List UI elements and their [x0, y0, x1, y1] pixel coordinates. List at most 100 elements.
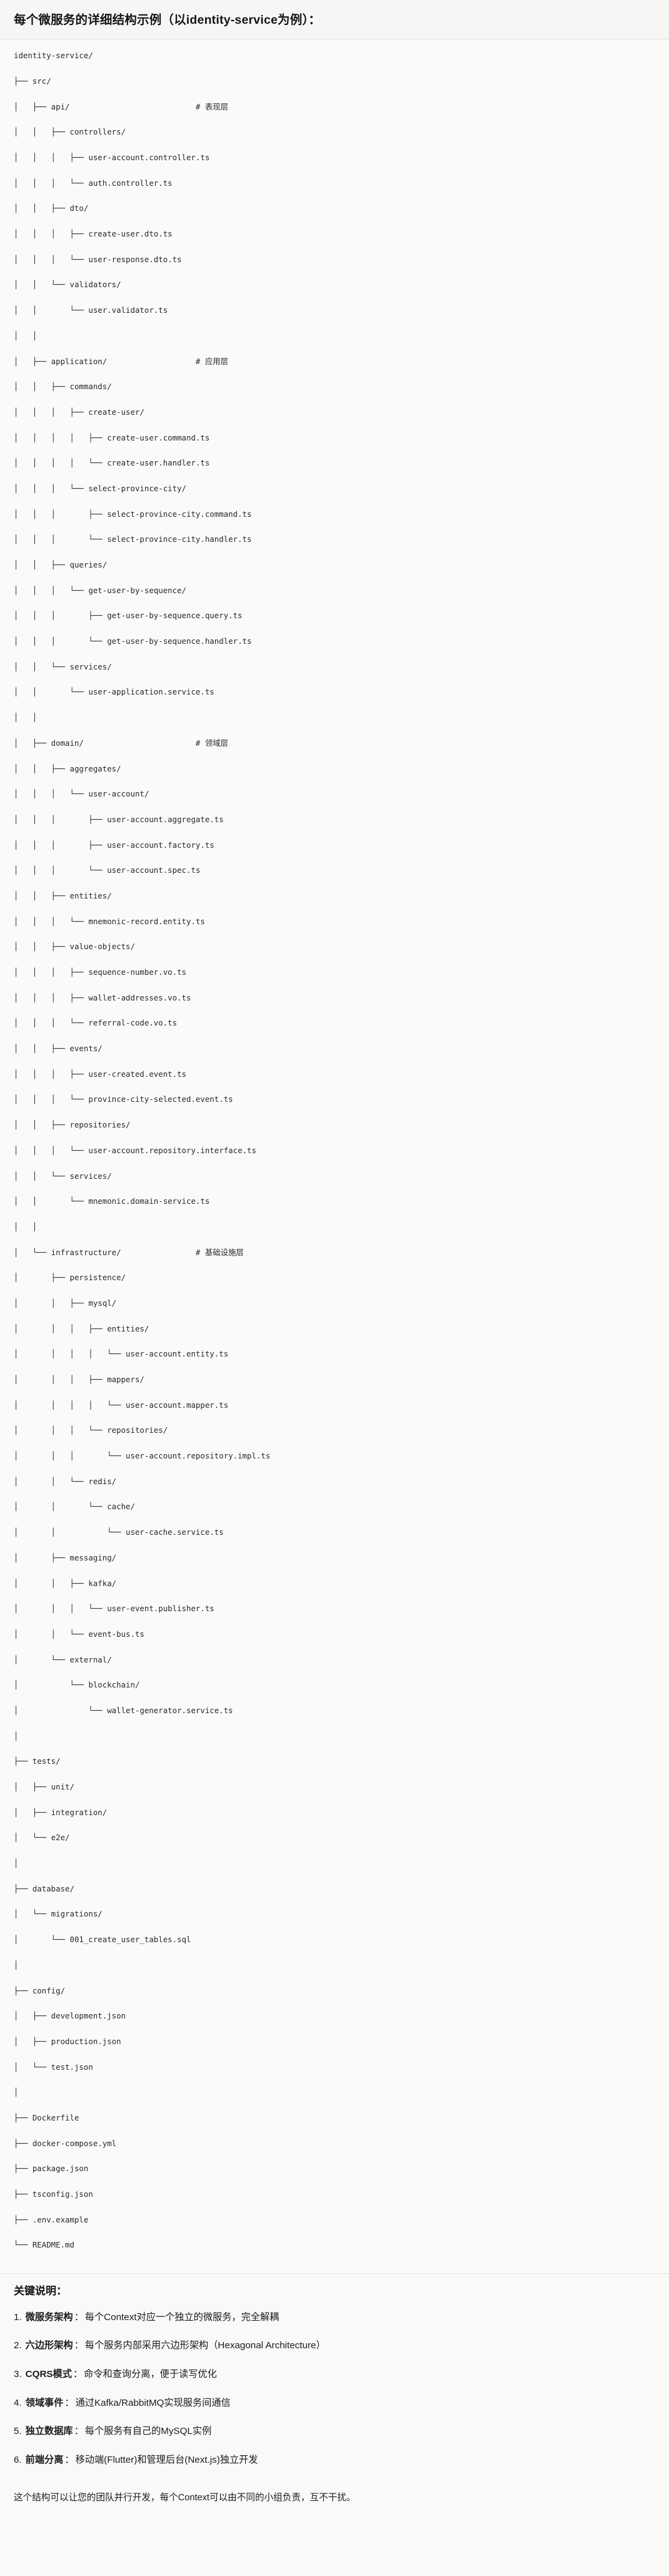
- tree-line: │ │ │ ├── mappers/: [14, 1375, 144, 1385]
- tree-line: ├── docker-compose.yml: [14, 2138, 117, 2148]
- tree-line: │ │ │ └── get-user-by-sequence.handler.t…: [14, 636, 252, 646]
- tree-line: │ │ └── user-cache.service.ts: [14, 1527, 224, 1537]
- tree-line: │ │ ├── dto/: [14, 203, 89, 213]
- key-note-index: 5.: [14, 2426, 22, 2437]
- tree-line: └── README.md: [14, 2240, 74, 2250]
- directory-tree-code: identity-service/ ├── src/ │ ├── api/ # …: [14, 49, 655, 2251]
- tree-line: │ │ │ ├── user-account.factory.ts: [14, 840, 214, 850]
- tree-line: │ │ │ │ └── user-account.mapper.ts: [14, 1400, 229, 1410]
- tree-line: │ │ │ ├── sequence-number.vo.ts: [14, 967, 187, 977]
- key-note-item: 4.领域事件：通过Kafka/RabbitMQ实现服务间通信: [14, 2396, 655, 2411]
- tree-line: ├── config/: [14, 1985, 66, 1995]
- tree-line: │ │ └── user-application.service.ts: [14, 687, 214, 697]
- key-note-index: 1.: [14, 2311, 22, 2323]
- tree-line: identity-service/: [14, 51, 93, 61]
- tree-line: │ │ │ └── select-province-city/: [14, 483, 187, 493]
- tree-line: │ ├── unit/: [14, 1782, 74, 1792]
- key-note-label: 前端分离: [25, 2454, 64, 2465]
- tree-line: ├── tsconfig.json: [14, 2189, 93, 2199]
- directory-tree-section: identity-service/ ├── src/ │ ├── api/ # …: [0, 39, 669, 2274]
- key-note-item: 2.六边形架构：每个服务内部采用六边形架构（Hexagonal Architec…: [14, 2338, 655, 2353]
- key-note-separator: ：: [64, 2397, 74, 2408]
- tree-line: │ ├── api/ # 表现层: [14, 101, 229, 111]
- key-notes-title: 关键说明：: [14, 2285, 67, 2298]
- tree-line: │ │ │ ├── create-user/: [14, 407, 144, 417]
- key-note-text: 通过Kafka/RabbitMQ实现服务间通信: [75, 2397, 231, 2408]
- page-title: 每个微服务的详细结构示例（以identity-service为例）：: [14, 13, 321, 27]
- tree-line: │ │ ├── controllers/: [14, 127, 126, 137]
- tree-line: │ │ │ └── auth.controller.ts: [14, 178, 173, 188]
- tree-line: │ │ │ ├── user-account.aggregate.ts: [14, 814, 224, 824]
- tree-line: │ │ ├── entities/: [14, 890, 112, 900]
- tree-line: │ │ │ ├── create-user.dto.ts: [14, 229, 173, 239]
- key-note-label: 独立数据库: [25, 2426, 73, 2437]
- tree-line: │ │ └── mnemonic.domain-service.ts: [14, 1196, 210, 1206]
- tree-line: │ ├── integration/: [14, 1807, 108, 1817]
- tree-line: │ ├── development.json: [14, 2011, 126, 2021]
- key-note-item: 5.独立数据库：每个服务有自己的MySQL实例: [14, 2424, 655, 2439]
- tree-line: │ │ │ │ └── create-user.handler.ts: [14, 458, 210, 468]
- tree-line: │ └── external/: [14, 1654, 112, 1664]
- directory-tree: identity-service/ ├── src/ │ ├── api/ # …: [14, 49, 655, 2264]
- tree-line: │ │ │ └── user-account/: [14, 789, 149, 799]
- tree-line: │ └── test.json: [14, 2062, 93, 2072]
- tree-line: │ │ │ │ └── user-account.entity.ts: [14, 1349, 229, 1359]
- tree-line: ├── database/: [14, 1883, 74, 1893]
- tree-line: │ │ │ └── user-account.repository.interf…: [14, 1145, 256, 1155]
- key-note-label: 微服务架构: [25, 2311, 73, 2323]
- heading-section: 每个微服务的详细结构示例（以identity-service为例）：: [0, 0, 669, 40]
- tree-line: │ │ │ └── referral-code.vo.ts: [14, 1018, 178, 1028]
- tree-line: │ │ ├── events/: [14, 1044, 103, 1054]
- tree-line: │ └── blockchain/: [14, 1680, 140, 1690]
- key-note-item: 3.CQRS模式：命令和查询分离，便于读写优化: [14, 2367, 655, 2382]
- tree-line: │: [14, 1858, 19, 1868]
- tree-line: │ │ └── validators/: [14, 280, 121, 290]
- tree-line: │ ├── messaging/: [14, 1552, 117, 1562]
- tree-line: │ │ └── event-bus.ts: [14, 1629, 144, 1639]
- key-note-separator: ：: [74, 2340, 84, 2351]
- key-note-separator: ：: [64, 2454, 74, 2465]
- tree-line: │ └── 001_create_user_tables.sql: [14, 1935, 191, 1945]
- key-note-index: 2.: [14, 2340, 22, 2351]
- key-note-separator: ：: [73, 2369, 83, 2380]
- tree-line: │ │ │ └── user-event.publisher.ts: [14, 1604, 214, 1614]
- key-note-text: 移动端(Flutter)和管理后台(Next.js)独立开发: [75, 2454, 258, 2465]
- tree-line: │ │ │ ├── get-user-by-sequence.query.ts: [14, 611, 243, 621]
- tree-line: │ │: [14, 713, 38, 723]
- key-note-text: 每个服务有自己的MySQL实例: [84, 2426, 212, 2437]
- key-note-text: 每个服务内部采用六边形架构（Hexagonal Architecture）: [84, 2340, 326, 2351]
- key-note-label: CQRS模式: [25, 2369, 72, 2380]
- tree-line: │ └── migrations/: [14, 1909, 103, 1919]
- tree-line: │ │ │ └── mnemonic-record.entity.ts: [14, 916, 205, 926]
- tree-line: │ │ │ ├── select-province-city.command.t…: [14, 509, 252, 519]
- tree-line: │ ├── persistence/: [14, 1273, 126, 1283]
- tree-line: │: [14, 1960, 19, 1970]
- key-note-text: 每个Context对应一个独立的微服务，完全解耦: [84, 2311, 279, 2323]
- tree-line: │ │ │ └── get-user-by-sequence/: [14, 585, 187, 595]
- tree-line: │ │ │ └── user-response.dto.ts: [14, 254, 182, 264]
- key-note-item: 6.前端分离：移动端(Flutter)和管理后台(Next.js)独立开发: [14, 2453, 655, 2468]
- key-note-separator: ：: [74, 2426, 84, 2437]
- tree-line: │ │ └── services/: [14, 1171, 112, 1181]
- key-note-index: 4.: [14, 2397, 22, 2408]
- tree-line: │ │ ├── mysql/: [14, 1298, 117, 1308]
- tree-line: │: [14, 1731, 19, 1741]
- tree-line: ├── src/: [14, 76, 51, 86]
- tree-line: │ │ ├── kafka/: [14, 1578, 117, 1588]
- tree-line: │ ├── production.json: [14, 2036, 121, 2046]
- tree-line: ├── package.json: [14, 2164, 89, 2174]
- tree-line: │ │ ├── repositories/: [14, 1120, 131, 1130]
- footer-section: 这个结构可以让您的团队并行开发，每个Context可以由不同的小组负责，互不干扰…: [0, 2487, 669, 2518]
- tree-line: │ │ │ ├── user-created.event.ts: [14, 1069, 187, 1079]
- tree-line: │ └── e2e/: [14, 1833, 70, 1843]
- tree-line: │ │ ├── aggregates/: [14, 763, 121, 773]
- tree-line: ├── Dockerfile: [14, 2112, 79, 2122]
- tree-line: │ │ └── redis/: [14, 1476, 117, 1486]
- key-note-item: 1.微服务架构：每个Context对应一个独立的微服务，完全解耦: [14, 2310, 655, 2325]
- tree-line: │ │ │ └── repositories/: [14, 1425, 168, 1435]
- tree-line: │ │ │ │ ├── create-user.command.ts: [14, 432, 210, 442]
- tree-line: ├── tests/: [14, 1756, 61, 1766]
- tree-line: │ │ └── services/: [14, 661, 112, 671]
- key-note-text: 命令和查询分离，便于读写优化: [84, 2369, 217, 2380]
